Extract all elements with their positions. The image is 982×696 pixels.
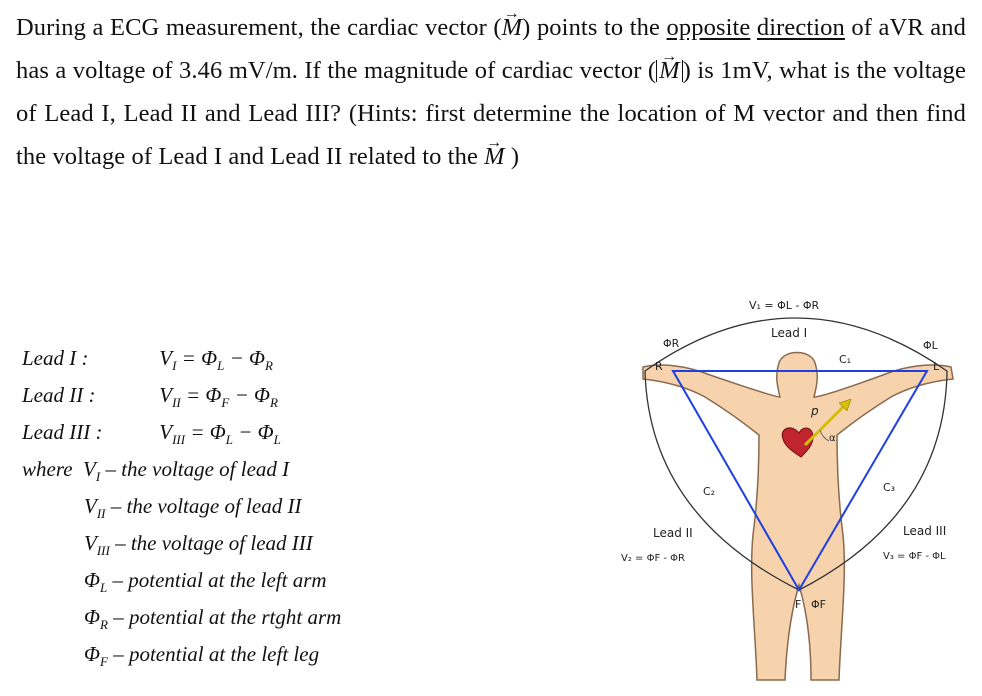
lead2-equation: VII = ΦF − ΦR bbox=[159, 383, 278, 410]
foot-label: F bbox=[795, 598, 801, 611]
cardiac-vector-arrow bbox=[803, 401, 849, 447]
c2-label: C₂ bbox=[703, 485, 715, 498]
phi-l-label: ΦL bbox=[923, 339, 939, 352]
c3-label: C₃ bbox=[883, 481, 895, 494]
problem-text-2: ) points to the bbox=[522, 14, 667, 41]
phi-r-label: ΦR bbox=[663, 337, 680, 350]
cardiac-vector-symbol: M bbox=[484, 121, 505, 178]
vector-arrowhead bbox=[838, 398, 852, 412]
def-phi-r-text: – potential at the rtght arm bbox=[107, 605, 342, 629]
definition-v1: where VI – the voltage of lead I bbox=[22, 457, 290, 484]
lead1-equation: VI = ΦL − ΦR bbox=[159, 346, 273, 373]
heart-icon bbox=[781, 427, 814, 458]
formula-lead3: Lead III : VIII = ΦL − ΦL bbox=[22, 420, 281, 448]
problem-text-4: ) is 1mV, what is the voltage of Lead I,… bbox=[16, 57, 966, 170]
problem-text-1: During a ECG measurement, the cardiac ve… bbox=[16, 14, 502, 41]
lead2-equation: V₂ = ΦF - ΦR bbox=[621, 553, 685, 564]
einthoven-triangle bbox=[671, 370, 929, 592]
einthoven-triangle-figure: p α R L F ΦR ΦL ΦF V₁ = ΦL - ΦR Lead I C… bbox=[621, 299, 954, 681]
lead1-label: Lead I bbox=[771, 326, 807, 340]
definition-v2: VII – the voltage of lead II bbox=[84, 494, 302, 521]
alpha-label: α bbox=[829, 433, 836, 444]
vector-magnitude: M bbox=[656, 46, 683, 83]
vector-p-label: p bbox=[810, 404, 819, 418]
def-v2-text: – the voltage of lead II bbox=[105, 494, 302, 518]
formula-lead2: Lead II : VII = ΦF − ΦR bbox=[22, 383, 278, 411]
lead3-label: Lead III bbox=[903, 524, 946, 538]
lead2-label: Lead II : bbox=[22, 383, 96, 407]
lead3-equation: V₃ = ΦF - ΦL bbox=[883, 551, 946, 562]
lead2-label: Lead II bbox=[653, 526, 693, 540]
formula-lead1: Lead I : VI = ΦL − ΦR bbox=[22, 346, 273, 374]
def-v1-text: – the voltage of lead I bbox=[100, 457, 290, 481]
outer-arc bbox=[644, 317, 948, 591]
cardiac-vector-symbol: M bbox=[659, 46, 680, 83]
def-phi-l-text: – potential at the left arm bbox=[107, 568, 327, 592]
definition-phi-r: ΦR – potential at the rtght arm bbox=[84, 605, 342, 632]
underlined-direction: direction bbox=[756, 14, 845, 41]
underlined-opposite: opposite bbox=[666, 14, 751, 41]
lead3-label: Lead III : bbox=[22, 420, 103, 444]
definition-phi-f: ΦF – potential at the left leg bbox=[84, 642, 320, 669]
def-phi-f-text: – potential at the left leg bbox=[107, 642, 320, 666]
c1-label: C₁ bbox=[839, 353, 851, 366]
phi-f-label: ΦF bbox=[811, 598, 826, 611]
angle-arc bbox=[819, 429, 830, 442]
where-label: where bbox=[22, 457, 73, 481]
def-v3-text: – the voltage of lead III bbox=[109, 531, 313, 555]
right-arm-label: R bbox=[655, 360, 663, 373]
left-arm-label: L bbox=[933, 360, 940, 373]
lead1-label: Lead I : bbox=[22, 346, 89, 370]
cardiac-vector-symbol: M bbox=[502, 0, 523, 49]
problem-statement: During a ECG measurement, the cardiac ve… bbox=[16, 0, 966, 178]
top-equation: V₁ = ΦL - ΦR bbox=[749, 299, 820, 312]
problem-text-3: of aVR and has a voltage of 3.46 mV/m. I… bbox=[16, 14, 966, 84]
lead3-equation: VIII = ΦL − ΦL bbox=[159, 420, 281, 447]
problem-text-5: ) bbox=[504, 143, 520, 170]
body-silhouette bbox=[642, 351, 954, 681]
definition-phi-l: ΦL – potential at the left arm bbox=[84, 568, 327, 595]
definition-v3: VIII – the voltage of lead III bbox=[84, 531, 313, 558]
